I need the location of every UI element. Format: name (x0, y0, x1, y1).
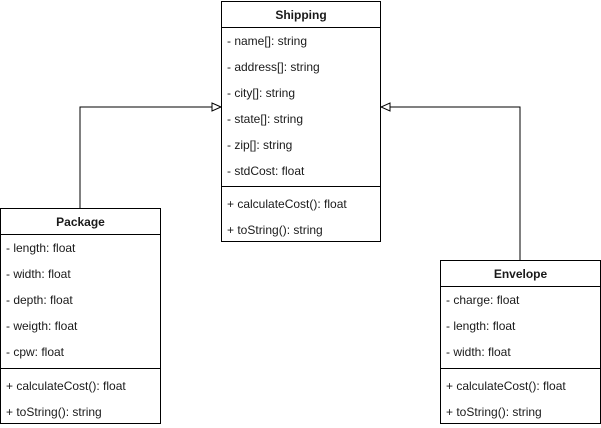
attribute-row: - length: float (6, 241, 76, 255)
class-envelope-methods: + calculateCost(): float + toString(): s… (441, 368, 600, 425)
method-row: + calculateCost(): float (6, 379, 126, 393)
package-generalization-line (79, 106, 212, 208)
method-row: + calculateCost(): float (446, 379, 566, 393)
attribute-row: - state[]: string (227, 112, 304, 126)
class-envelope-attributes: - charge: float - length: float - width:… (441, 287, 600, 368)
attribute-row: - depth: float (6, 293, 73, 307)
method-row: + toString(): string (227, 223, 323, 237)
class-shipping-methods: + calculateCost(): float + toString(): s… (222, 186, 380, 243)
attribute-row: - address[]: string (227, 60, 320, 74)
attribute-row: - cpw: float (6, 345, 65, 359)
attribute-row: - name[]: string (227, 34, 308, 48)
attribute-row: - stdCost: float (227, 164, 305, 178)
class-envelope[interactable]: Envelope - charge: float - length: float… (440, 260, 601, 424)
attribute-row: - charge: float (446, 293, 520, 307)
package-generalization-arrowhead (211, 102, 223, 112)
method-row: + toString(): string (6, 405, 102, 419)
class-envelope-title: Envelope (441, 261, 600, 287)
class-package[interactable]: Package - length: float - width: float -… (0, 208, 161, 424)
attribute-row: - weigth: float (6, 319, 78, 333)
attribute-row: - width: float (446, 345, 511, 359)
class-package-attributes: - length: float - width: float - depth: … (1, 235, 160, 368)
class-package-methods: + calculateCost(): float + toString(): s… (1, 368, 160, 425)
envelope-generalization-line (390, 106, 521, 260)
attribute-row: - city[]: string (227, 86, 296, 100)
class-package-title: Package (1, 209, 160, 235)
attribute-row: - width: float (6, 267, 71, 281)
method-row: + calculateCost(): float (227, 197, 347, 211)
attribute-row: - zip[]: string (227, 138, 293, 152)
envelope-generalization-arrowhead (379, 102, 391, 112)
method-row: + toString(): string (446, 405, 542, 419)
class-shipping[interactable]: Shipping - name[]: string - address[]: s… (221, 1, 381, 242)
attribute-row: - length: float (446, 319, 516, 333)
class-shipping-attributes: - name[]: string - address[]: string - c… (222, 28, 380, 186)
class-shipping-title: Shipping (222, 2, 380, 28)
